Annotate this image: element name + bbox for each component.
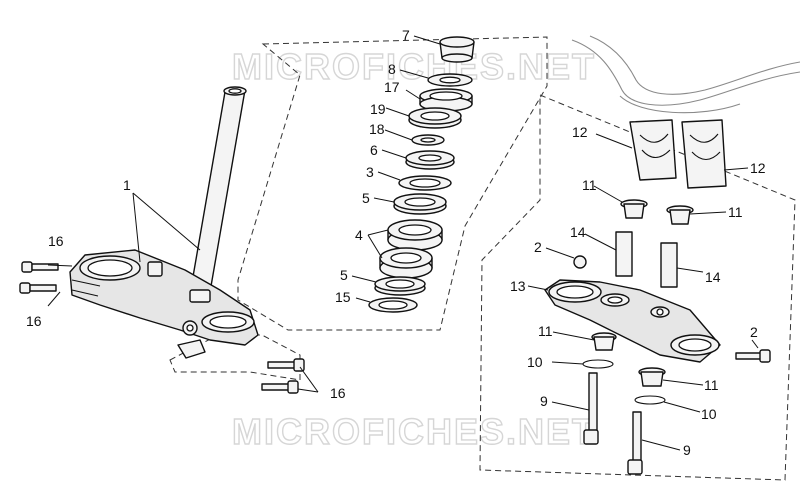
- leader-lines: [47, 35, 759, 451]
- handlebar-outline: [571, 35, 800, 114]
- callout-18: 18: [369, 121, 385, 137]
- callout-4: 4: [355, 227, 363, 243]
- callout-16-upper-left: 16: [48, 233, 64, 249]
- callout-16-lower-left: 16: [26, 313, 42, 329]
- callout-8: 8: [388, 61, 396, 77]
- callout-9-right: 9: [683, 442, 691, 458]
- callout-2-right: 2: [750, 324, 758, 340]
- callout-5-upper: 5: [362, 190, 370, 206]
- bushing-11-mid-left: [591, 332, 617, 351]
- bolt-16-bottom-upper: [267, 358, 305, 372]
- screw-2-top: [573, 255, 587, 269]
- bushing-11-mid-right: [638, 367, 666, 387]
- lower-plate-frame: [169, 334, 301, 381]
- callout-1: 1: [123, 177, 131, 193]
- spacer-14-right: [660, 242, 678, 288]
- bearing-stack: [368, 36, 475, 313]
- bolt-16-bottom-lower: [261, 380, 299, 394]
- callout-11-mid-right: 11: [704, 377, 719, 393]
- callout-5-lower: 5: [340, 267, 348, 283]
- callout-9-left: 9: [540, 393, 548, 409]
- bolt-9-right: [627, 411, 643, 475]
- oring-10-right: [634, 395, 666, 405]
- watermark-top: MICROFICHES.NET: [232, 46, 596, 87]
- callout-16-bottom: 16: [330, 385, 346, 401]
- spacer-14-left: [615, 231, 633, 277]
- watermark-bottom: MICROFICHES.NET: [232, 411, 596, 452]
- upper-triple-clamp: [544, 279, 721, 363]
- callout-10-right: 10: [701, 406, 717, 422]
- callout-14-right: 14: [705, 269, 721, 285]
- callout-11-top-right: 11: [728, 204, 743, 220]
- handlebar-clamps: [629, 119, 727, 189]
- callout-3: 3: [366, 164, 374, 180]
- bushing-11-top-left: [620, 199, 648, 219]
- callout-11-top-left: 11: [582, 177, 597, 193]
- callout-13: 13: [510, 278, 526, 294]
- callout-12-left: 12: [572, 124, 588, 140]
- callout-2-top: 2: [534, 239, 542, 255]
- steering-stem-lower-clamp: [69, 86, 259, 359]
- callout-6: 6: [370, 142, 378, 158]
- screw-2-right: [735, 349, 771, 363]
- callout-17: 17: [384, 79, 400, 95]
- bolt-16-upper-left: [21, 261, 59, 273]
- callout-19: 19: [370, 101, 386, 117]
- oring-10-left: [582, 359, 614, 369]
- callout-14-left: 14: [570, 224, 586, 240]
- callout-10-left: 10: [527, 354, 543, 370]
- callout-11-mid-left: 11: [538, 323, 553, 339]
- callout-labels: 1 16 16 16 7 8 17 19 18 6 3 5 4 5 15 12 …: [26, 27, 766, 458]
- bushing-11-top-right: [666, 205, 694, 225]
- callout-7: 7: [402, 27, 410, 43]
- callout-15: 15: [335, 289, 351, 305]
- upper-plate-group-frame: [479, 94, 796, 481]
- bolt-9-left: [583, 372, 599, 445]
- callout-12-right: 12: [750, 160, 766, 176]
- bolt-16-lower-left: [19, 282, 57, 294]
